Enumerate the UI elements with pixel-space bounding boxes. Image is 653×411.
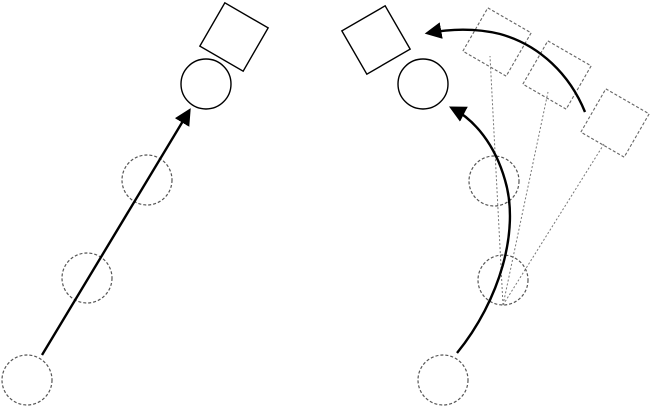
left-panel-straight-motion (1, 1, 270, 406)
left-start-pose-circle (1, 354, 53, 406)
left-final-pose-circle (180, 58, 232, 110)
left-straight-motion-arrow (40, 108, 191, 356)
right-orientation-box (340, 4, 412, 76)
right-start-pose-circle (417, 354, 469, 406)
right-intermediate-pose-circle-2 (468, 155, 520, 207)
right-ghost-box-3 (580, 88, 650, 158)
left-intermediate-pose-circle-2 (121, 154, 173, 206)
left-intermediate-pose-circle-1 (61, 252, 113, 304)
right-final-pose-circle (397, 58, 449, 110)
right-guide-line-3 (502, 143, 605, 306)
right-ghost-box-2 (522, 40, 592, 110)
left-orientation-box (198, 1, 270, 73)
right-curved-orientation-arrow (424, 22, 587, 113)
right-guide-line-1 (489, 55, 504, 306)
right-guide-line-2 (502, 91, 549, 306)
right-curved-position-arrow (449, 106, 512, 354)
right-panel-curved-motion (340, 4, 650, 406)
right-intermediate-pose-circle-1 (477, 254, 529, 306)
